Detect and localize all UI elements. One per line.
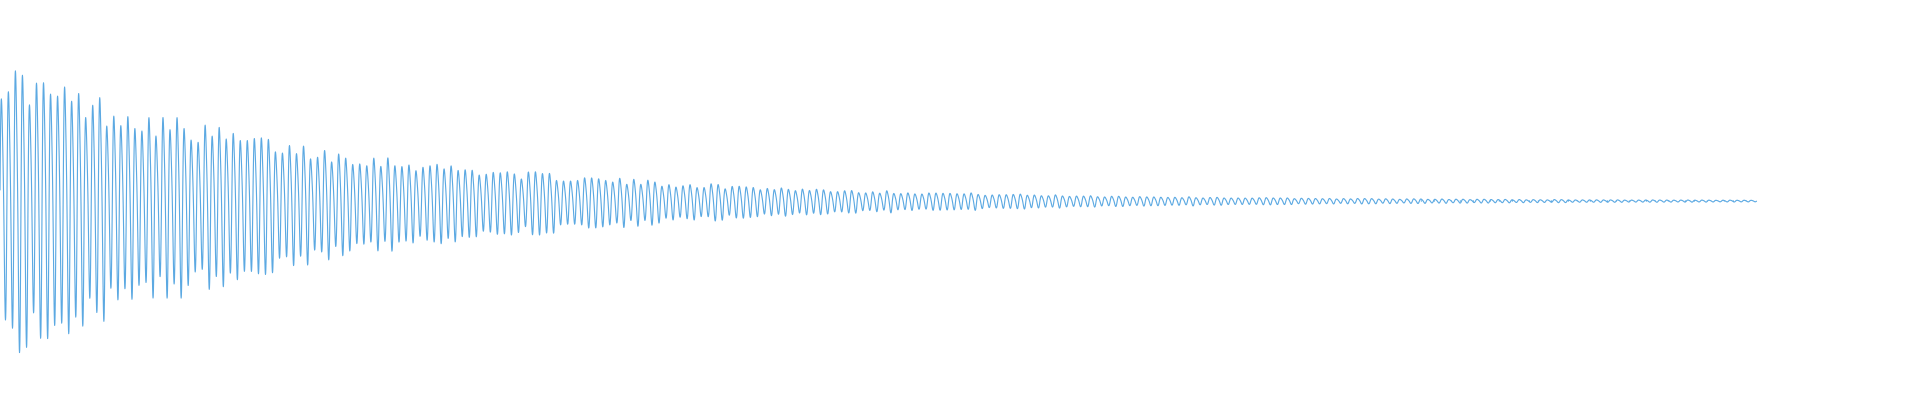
waveform-trace: [0, 70, 1758, 354]
waveform-tail-dot: [1654, 200, 1656, 202]
waveform-tail-dot: [1589, 200, 1591, 202]
waveform-tail-dot: [1459, 200, 1461, 202]
waveform-tail-dot: [1550, 200, 1552, 202]
waveform-tail-dot: [1693, 200, 1695, 202]
waveform-tail-dot: [1684, 200, 1686, 202]
waveform-tail-dot: [1576, 200, 1578, 202]
waveform-tail-dot: [1433, 200, 1435, 202]
waveform-tail-dot: [1615, 200, 1617, 202]
waveform-tail-dot: [1472, 200, 1474, 202]
waveform-tail-dot: [1567, 200, 1569, 202]
waveform-tail-dot: [1645, 200, 1647, 202]
waveform-tail-dot: [1606, 200, 1608, 202]
waveform-tail-dot: [1628, 200, 1630, 202]
waveform-tail-dot: [1706, 200, 1708, 202]
waveform-tail-dot: [1528, 200, 1530, 202]
waveform-tail-dot: [1450, 200, 1452, 202]
waveform-tail-dot: [1667, 200, 1669, 202]
waveform-tail-dot: [1537, 200, 1539, 202]
waveform-tail-dot: [1511, 200, 1513, 202]
waveform-tail-dot: [1732, 200, 1734, 202]
waveform-tail-dot: [1745, 200, 1747, 202]
waveform-tail-dot: [1420, 200, 1422, 202]
waveform-tail-dot: [1498, 200, 1500, 202]
waveform-tail-dot: [1723, 200, 1725, 202]
waveform-tail-dot: [1489, 200, 1491, 202]
